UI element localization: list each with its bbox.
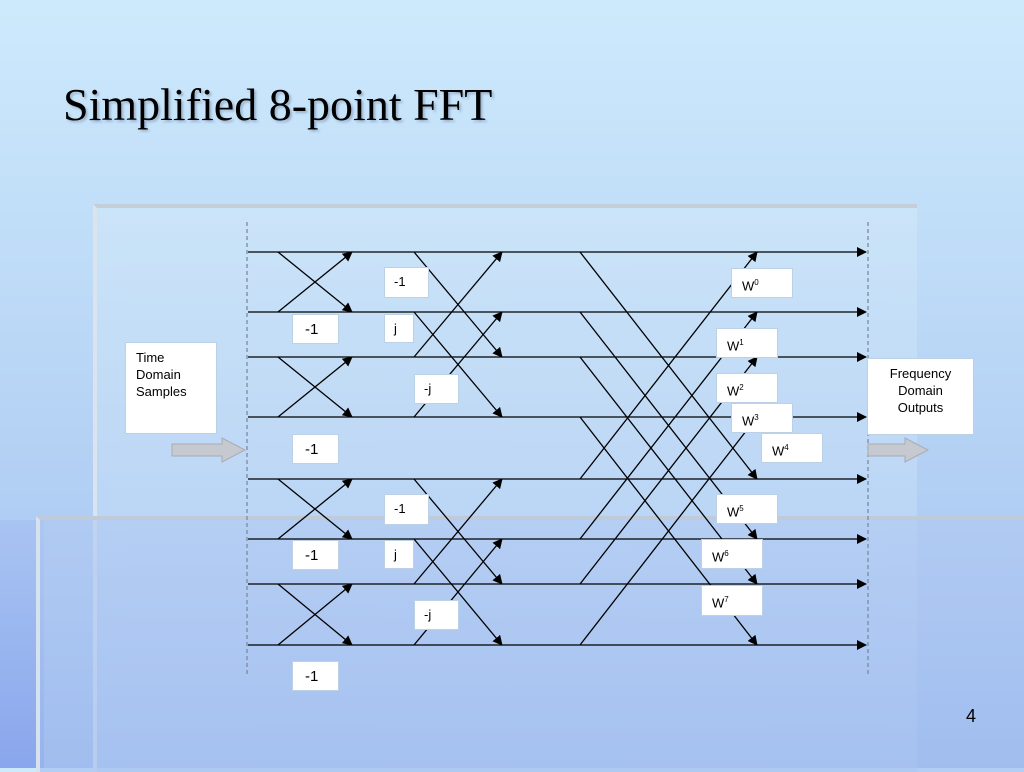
stage2-factor: j [384, 314, 414, 343]
butterfly-crossing-line [277, 478, 353, 540]
frequency-domain-label: Frequency Domain Outputs [867, 358, 974, 435]
stage1-factor: -1 [292, 540, 339, 570]
stage2-factor: j [384, 540, 414, 569]
twiddle-factor-w5: W5 [716, 494, 778, 524]
butterfly-crossing-line [277, 583, 353, 646]
output-arrow [867, 437, 930, 463]
twiddle-factor-w6: W6 [701, 539, 763, 569]
stage1-factor: -1 [292, 661, 339, 691]
input-label-line-2: Domain [136, 367, 181, 382]
stage1-factor: -1 [292, 434, 339, 464]
twiddle-factor-w7: W7 [701, 585, 763, 616]
stage2-factor: -1 [384, 494, 429, 525]
butterfly-crossing-line [579, 416, 758, 646]
stage2-factor: -1 [384, 267, 429, 298]
output-label-line-1: Frequency [889, 366, 952, 381]
input-arrow [171, 437, 247, 463]
time-domain-label: Time Domain Samples [125, 342, 217, 434]
butterfly-crossing-line [277, 356, 353, 418]
slide-title: Simplified 8-point FFT [63, 79, 493, 130]
butterfly-crossing-line [413, 478, 503, 585]
butterfly-crossing-line [579, 251, 758, 480]
twiddle-factor-w2: W2 [716, 373, 778, 403]
output-label-line-3: Outputs [897, 400, 944, 415]
butterfly-crossing-line [413, 251, 503, 358]
twiddle-factor-w1: W1 [716, 328, 778, 358]
twiddle-factor-w3: W3 [731, 403, 793, 433]
twiddle-factor-w0: W0 [731, 268, 793, 298]
input-label-line-3: Samples [136, 384, 187, 399]
input-label-line-1: Time [136, 350, 165, 365]
stage1-factor: -1 [292, 314, 339, 344]
stage2-factor: -j [414, 374, 459, 404]
page-number: 4 [966, 706, 977, 726]
stage2-factor: -j [414, 600, 459, 630]
twiddle-factor-w4: W4 [761, 433, 823, 463]
output-label-line-2: Domain [898, 383, 943, 398]
butterfly-crossing-line [277, 251, 353, 313]
